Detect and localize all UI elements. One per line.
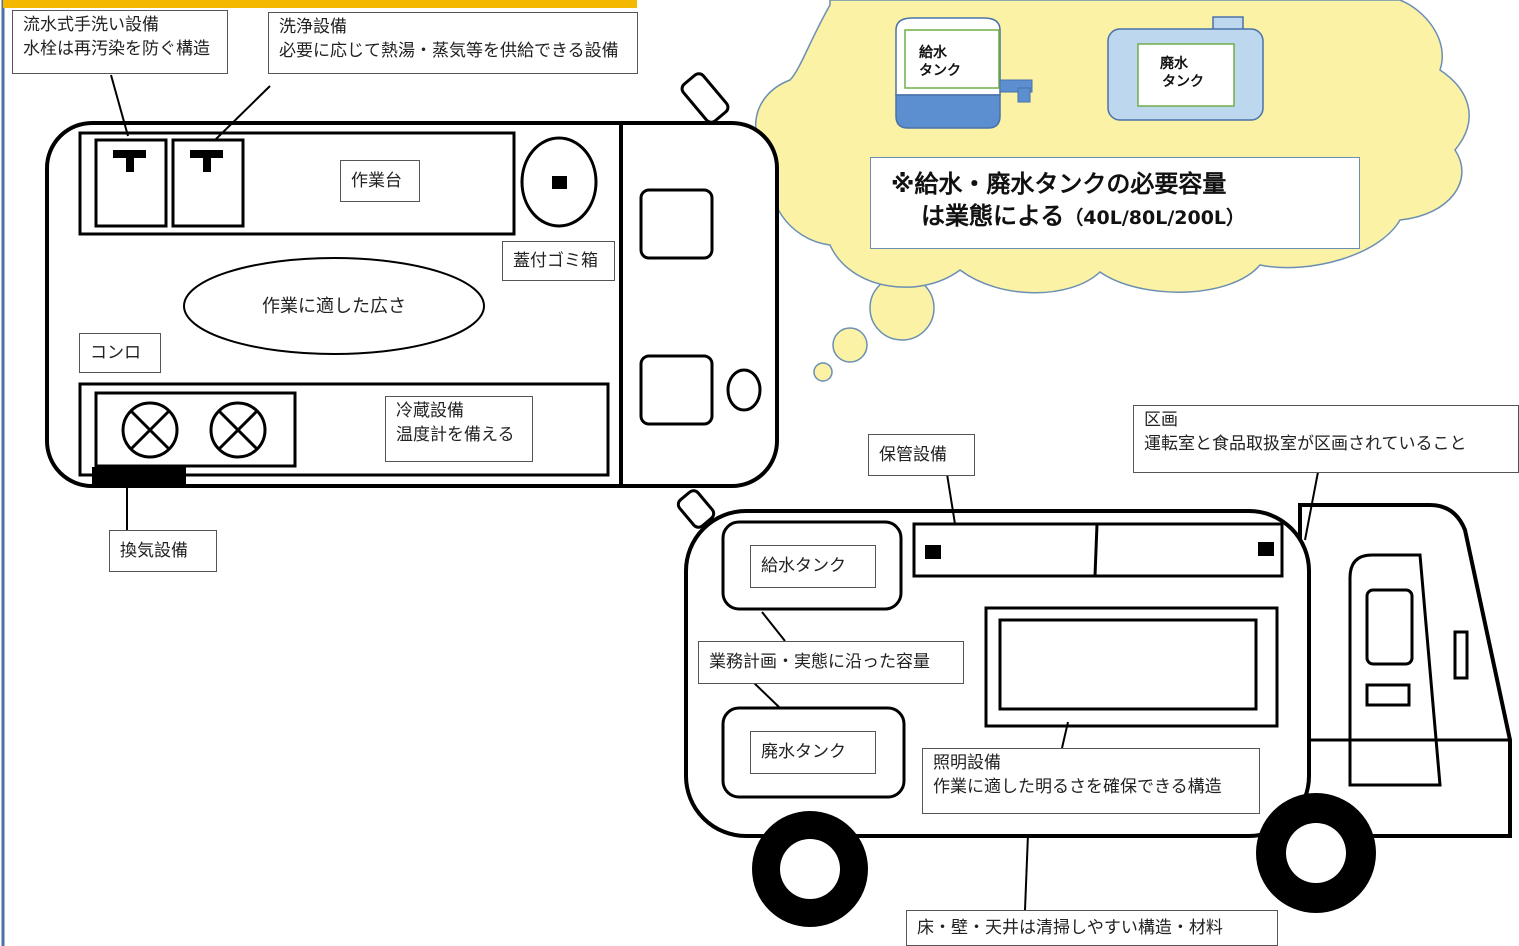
note-caption: （40L/80L/200L） [1064, 207, 1246, 229]
worktable-label: 作業台 [340, 160, 420, 202]
cloud-supply-tank-label: 給水 タンク [919, 45, 961, 79]
supply-tank-label: 給水タンク [750, 545, 876, 588]
fridge-label: 冷蔵設備 温度計を備える [385, 396, 533, 462]
handwash-label: 流水式手洗い設備 水栓は再汚染を防ぐ構造 [12, 10, 228, 74]
washing-title: 洗浄設備 [279, 17, 347, 37]
truck-floor-plan [45, 72, 779, 529]
washing-label: 洗浄設備 必要に応じて熱湯・蒸気等を供給できる設備 [268, 12, 638, 74]
fridge-title: 冷蔵設備 [396, 401, 464, 421]
storage-label: 保管設備 [868, 434, 975, 476]
partition-title: 区画 [1144, 410, 1178, 430]
cloud-waste-tank-icon [1107, 16, 1264, 121]
washing-sink [171, 138, 245, 228]
cloud-supply-tank-icon [895, 17, 1033, 129]
top-accent-bar [3, 0, 637, 8]
trash-label: 蓋付ゴミ箱 [502, 241, 615, 281]
leader-lines-side [751, 471, 1319, 911]
cloud-waste-tank-label: 廃水 タンク [1160, 56, 1204, 90]
ventilation-label: 換気設備 [109, 530, 217, 572]
leader-lines-top [110, 74, 271, 530]
work-space-label: 作業に適した広さ [262, 296, 406, 317]
handwash-sink [94, 138, 168, 228]
washing-note: 必要に応じて熱湯・蒸気等を供給できる設備 [279, 41, 619, 61]
surfaces-label: 床・壁・天井は清掃しやすい構造・材料 [906, 910, 1278, 946]
note-line-2: は業態による [921, 202, 1065, 230]
tank-capacity-note: ※給水・廃水タンクの必要容量 は業態による（40L/80L/200L） [870, 157, 1360, 249]
waste-tank-label: 廃水タンク [750, 731, 876, 774]
lighting-title: 照明設備 [933, 753, 1001, 773]
handwash-title: 流水式手洗い設備 [23, 15, 159, 35]
partition-note: 運転室と食品取扱室が区画されていること [1144, 434, 1467, 454]
partition-label: 区画 運転室と食品取扱室が区画されていること [1133, 405, 1519, 473]
handwash-note: 水栓は再汚染を防ぐ構造 [23, 39, 210, 59]
lighting-note: 作業に適した明るさを確保できる構造 [933, 777, 1222, 797]
stove-label: コンロ [79, 333, 161, 373]
fridge-note: 温度計を備える [396, 425, 515, 445]
capacity-label: 業務計画・実態に沿った容量 [698, 641, 964, 684]
note-line-1: ※給水・廃水タンクの必要容量 [891, 170, 1227, 198]
lighting-label: 照明設備 作業に適した明るさを確保できる構造 [922, 748, 1260, 814]
